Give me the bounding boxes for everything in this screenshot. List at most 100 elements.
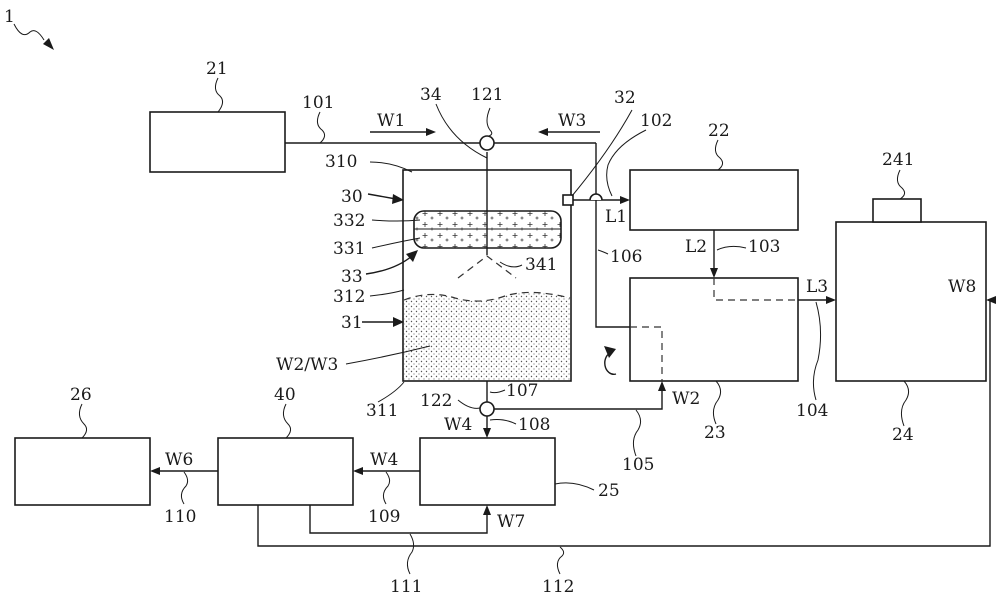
liquid-fill — [404, 292, 570, 380]
leader-26 — [79, 404, 86, 438]
line-106 — [596, 143, 630, 327]
leader-101 — [317, 112, 324, 143]
box-40 — [218, 438, 353, 505]
label-101: 101 — [302, 93, 334, 113]
leader-108 — [490, 420, 516, 425]
leader-112 — [557, 547, 563, 574]
leader-111 — [407, 534, 413, 574]
label-103: 103 — [748, 237, 780, 257]
label-311: 311 — [366, 401, 398, 421]
valve-121 — [480, 136, 494, 150]
label-104: 104 — [796, 401, 828, 421]
label-107: 107 — [506, 381, 538, 401]
leader-24 — [901, 381, 908, 426]
valve-122 — [480, 402, 494, 416]
arrow-w4-down-icon — [483, 428, 491, 438]
label-109: 109 — [368, 507, 400, 527]
label-341: 341 — [525, 255, 557, 275]
arrow-l3-icon — [826, 296, 836, 304]
arrow-l1-icon — [620, 196, 630, 204]
leader-107 — [490, 390, 505, 393]
label-121: 121 — [471, 85, 503, 105]
label-310: 310 — [325, 152, 357, 172]
leader-110 — [181, 472, 187, 504]
label-32: 32 — [614, 88, 636, 108]
label-34: 34 — [420, 85, 442, 105]
arrow-w2-up-icon — [658, 381, 666, 391]
label-33: 33 — [341, 267, 363, 287]
label-108: 108 — [518, 415, 550, 435]
figure-number: 1 — [4, 7, 15, 27]
label-23: 23 — [704, 423, 726, 443]
leader-103 — [717, 246, 746, 250]
label-106: 106 — [610, 247, 642, 267]
leader-34 — [436, 104, 487, 158]
label-l3: L3 — [806, 277, 828, 297]
label-w1: W1 — [377, 111, 405, 131]
leader-104 — [813, 302, 820, 400]
label-w7: W7 — [497, 512, 525, 532]
arrow-l2-icon — [710, 268, 718, 278]
arrow-w7-icon — [483, 505, 491, 515]
label-l1: L1 — [605, 207, 627, 227]
box-22 — [630, 170, 798, 230]
label-102: 102 — [640, 111, 672, 131]
leader-121 — [487, 108, 492, 136]
leader-106 — [598, 250, 608, 254]
figure-leader — [14, 24, 44, 40]
leader-312 — [370, 290, 404, 296]
leader-122 — [458, 400, 480, 408]
label-312: 312 — [333, 287, 365, 307]
rotation-arrow-icon — [604, 346, 616, 358]
label-112: 112 — [542, 577, 574, 597]
label-25: 25 — [598, 481, 620, 501]
label-w6: W6 — [165, 450, 193, 470]
label-40: 40 — [274, 385, 296, 405]
arrow-w6-icon — [150, 467, 160, 475]
label-111: 111 — [390, 577, 422, 597]
figure-leader-arrow-icon — [43, 38, 54, 50]
w1-arrow-icon — [426, 128, 436, 136]
leader-105 — [633, 410, 640, 456]
leader-22 — [715, 140, 722, 170]
box-25 — [420, 438, 555, 505]
label-w8: W8 — [948, 277, 976, 297]
box-21 — [150, 112, 285, 172]
leader-40 — [283, 404, 290, 438]
label-241: 241 — [882, 150, 914, 170]
box-26 — [15, 438, 150, 505]
leader-311 — [378, 382, 404, 402]
label-30: 30 — [341, 187, 363, 207]
label-22: 22 — [708, 121, 730, 141]
arrow-w4-left-icon — [353, 467, 363, 475]
label-105: 105 — [622, 455, 654, 475]
box-24-cap — [873, 199, 921, 222]
label-24: 24 — [892, 425, 914, 445]
leader-23 — [713, 381, 720, 424]
box-24 — [836, 222, 986, 381]
label-122: 122 — [420, 391, 452, 411]
arrow-w8-icon — [986, 296, 996, 304]
w3-arrow-icon — [538, 128, 548, 136]
crossover-102 — [590, 194, 602, 200]
label-w3-top: W3 — [558, 111, 586, 131]
label-331: 331 — [333, 239, 365, 259]
leader-332 — [372, 220, 420, 221]
label-110: 110 — [164, 507, 196, 527]
label-w4-mid: W4 — [370, 450, 398, 470]
gas-outlet-fitting — [563, 195, 573, 205]
label-21: 21 — [206, 59, 228, 79]
label-w2: W2 — [672, 389, 700, 409]
leader-109 — [383, 472, 389, 504]
label-l2: L2 — [685, 237, 707, 257]
leader-25 — [555, 483, 594, 490]
leader-21 — [215, 78, 222, 112]
label-26: 26 — [70, 385, 92, 405]
label-w4-valve: W4 — [444, 415, 472, 435]
label-332: 332 — [333, 211, 365, 231]
arrow-30-shaft — [368, 194, 396, 199]
label-31: 31 — [341, 313, 363, 333]
label-w2w3: W2/W3 — [276, 355, 338, 375]
leader-241 — [897, 170, 904, 199]
